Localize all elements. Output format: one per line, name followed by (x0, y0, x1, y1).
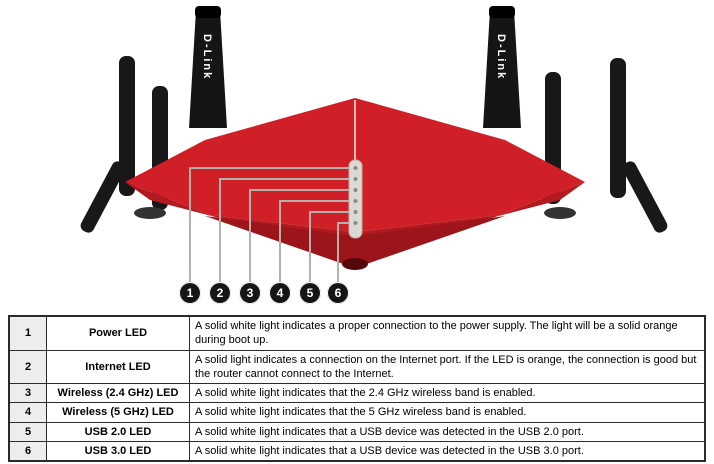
led-desc: A solid white light indicates that the 2… (189, 383, 706, 404)
led-name: Wireless (5 GHz) LED (46, 402, 190, 423)
led-name: USB 2.0 LED (46, 421, 190, 443)
table-row: 4 Wireless (5 GHz) LED A solid white lig… (8, 402, 706, 423)
led-strip (348, 159, 363, 239)
led-desc: A solid white light indicates a proper c… (189, 315, 706, 351)
callout-5: 5 (299, 282, 321, 304)
dlink-logo-left: D-Link (201, 34, 213, 81)
led-name: USB 3.0 LED (46, 441, 190, 462)
row-number: 4 (8, 402, 47, 423)
led-desc: A solid light indicates a connection on … (189, 349, 706, 385)
callout-2: 2 (209, 282, 231, 304)
row-number: 5 (8, 421, 47, 443)
led-name: Power LED (46, 315, 190, 351)
led-name: Wireless (2.4 GHz) LED (46, 383, 190, 404)
led-desc: A solid white light indicates that the 5… (189, 402, 706, 423)
dlink-logo-right: D-Link (495, 34, 507, 81)
router-illustration (80, 6, 668, 282)
row-number: 6 (8, 441, 47, 462)
callout-4: 4 (269, 282, 291, 304)
table-row: 5 USB 2.0 LED A solid white light indica… (8, 421, 706, 443)
led-desc: A solid white light indicates that a USB… (189, 421, 706, 443)
led-name: Internet LED (46, 349, 190, 385)
table-row: 1 Power LED A solid white light indicate… (8, 315, 706, 351)
row-number: 3 (8, 383, 47, 404)
led-description-table: 1 Power LED A solid white light indicate… (8, 315, 706, 463)
table-row: 2 Internet LED A solid light indicates a… (8, 349, 706, 385)
callout-lines (189, 167, 349, 282)
center-antennas (189, 6, 521, 128)
table-row: 3 Wireless (2.4 GHz) LED A solid white l… (8, 383, 706, 404)
router-diagram: D-Link D-Link 1 2 3 4 5 6 (80, 6, 668, 304)
table-row: 6 USB 3.0 LED A solid white light indica… (8, 441, 706, 462)
callout-1: 1 (179, 282, 201, 304)
row-number: 2 (8, 349, 47, 385)
led-desc: A solid white light indicates that a USB… (189, 441, 706, 462)
row-number: 1 (8, 315, 47, 351)
callout-6: 6 (327, 282, 349, 304)
callout-3: 3 (239, 282, 261, 304)
